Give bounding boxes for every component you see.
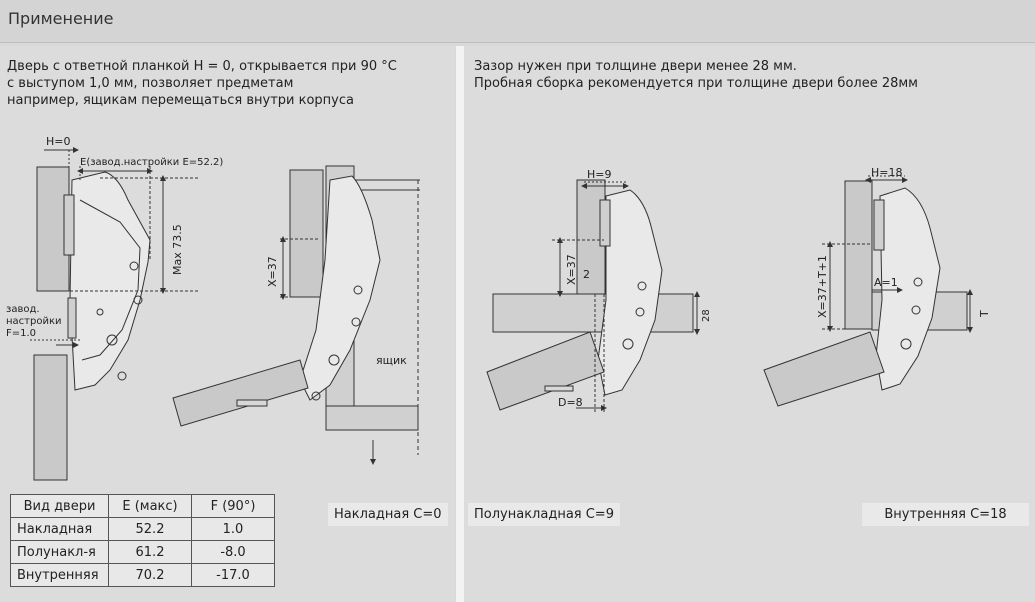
panel-divider	[456, 46, 464, 602]
header-bar: Применение	[0, 0, 1035, 43]
dim-d8: D=8	[558, 396, 583, 409]
dim-gap-2: 2	[583, 268, 590, 281]
left-desc-line: например, ящикам перемещаться внутри кор…	[7, 93, 354, 108]
diagram-overlay-open	[172, 165, 420, 465]
door-panel-open	[172, 359, 309, 427]
left-desc-line: Дверь с ответной планкой H = 0, открывае…	[7, 59, 397, 74]
drawer-label: ящик	[376, 354, 407, 367]
hinge-pin	[311, 391, 321, 401]
table-cell: -17.0	[191, 563, 275, 587]
door-panel-open	[486, 331, 605, 411]
table-header-row: Вид двери E (макс) F (90°)	[10, 494, 275, 518]
right-desc-line: Зазор нужен при толщине двери менее 28 м…	[474, 59, 797, 74]
mounting-plate	[63, 194, 75, 256]
dim-x37-left: X=37	[266, 256, 279, 287]
hinge-pin	[106, 334, 118, 346]
handle	[236, 399, 268, 407]
hinge-pin	[351, 317, 361, 327]
hinge-pin	[96, 308, 104, 316]
table-cell: Накладная	[10, 517, 109, 541]
hinge-arm	[875, 187, 941, 391]
dim-x37-t-1: X=37+T+1	[816, 255, 829, 318]
caption-half-overlay: Полунакладная C=9	[468, 503, 620, 526]
hinge-arm-inner	[79, 199, 141, 361]
dim-h0: H=0	[46, 135, 71, 148]
right-description: Зазор нужен при толщине двери менее 28 м…	[474, 58, 918, 92]
hinge-pin	[637, 281, 647, 291]
table-cell: Внутренняя	[10, 563, 109, 587]
hinge-pin	[622, 338, 634, 350]
hinge-pin	[900, 338, 912, 350]
handle	[544, 385, 574, 392]
hinge-cup	[67, 297, 77, 339]
hinge-pin	[129, 261, 139, 271]
dim-t: T	[978, 310, 991, 318]
spec-table: Вид двери E (макс) F (90°) Накладная 52.…	[10, 494, 275, 587]
factory-label-2: настройки	[6, 316, 62, 327]
table-header: E (макс)	[108, 494, 192, 518]
hinge-pin	[328, 354, 340, 366]
cabinet-side	[844, 180, 873, 330]
table-cell: 70.2	[108, 563, 192, 587]
left-description: Дверь с ответной планкой H = 0, открывае…	[7, 58, 397, 109]
hinge-pin	[117, 371, 127, 381]
page-title: Применение	[8, 9, 114, 28]
dim-e: E(завод.настройки E=52.2)	[80, 157, 223, 168]
dim-h18: H=18	[871, 166, 903, 179]
diagram-half-overlay	[486, 179, 700, 412]
table-row: Накладная 52.2 1.0	[10, 517, 275, 541]
diagram-overlay-closed	[30, 147, 200, 481]
door-panel-open	[763, 331, 885, 407]
dim-x37-mid: X=37	[565, 254, 578, 285]
dim-max: Max 73.5	[171, 224, 184, 275]
table-cell: 61.2	[108, 540, 192, 564]
dim-a1: A=1	[874, 276, 898, 289]
table-cell: -8.0	[191, 540, 275, 564]
table-cell: 52.2	[108, 517, 192, 541]
hinge-pin	[911, 305, 921, 315]
mounting-plate	[873, 199, 885, 251]
table-cell: 1.0	[191, 517, 275, 541]
hinge-arm	[597, 189, 663, 396]
caption-inset: Внутренняя C=18	[862, 503, 1029, 526]
cabinet-side	[289, 169, 324, 298]
door-panel	[33, 354, 68, 481]
hinge-pin	[913, 277, 923, 287]
factory-label-1: завод.	[6, 304, 40, 315]
table-cell: Полунакл-я	[10, 540, 109, 564]
drawer-bottom	[325, 405, 419, 431]
hinge-pin	[353, 285, 363, 295]
table-header: F (90°)	[191, 494, 275, 518]
hinge-pin	[133, 295, 143, 305]
shelf-panel	[492, 293, 694, 333]
dim-h9: H=9	[587, 168, 612, 181]
right-desc-line: Пробная сборка рекомендуется при толщине…	[474, 76, 918, 91]
diagram-inset	[763, 175, 973, 407]
caption-overlay: Накладная C=0	[328, 503, 448, 526]
factory-label-3: F=1.0	[6, 328, 36, 339]
table-row: Полунакл-я 61.2 -8.0	[10, 540, 275, 564]
left-desc-line: с выступом 1,0 мм, позволяет предметам	[7, 76, 294, 91]
table-row: Внутренняя 70.2 -17.0	[10, 563, 275, 587]
mounting-plate	[599, 199, 611, 247]
dim-thickness-28: 28	[701, 309, 712, 322]
hinge-pin	[635, 307, 645, 317]
table-header: Вид двери	[10, 494, 109, 518]
